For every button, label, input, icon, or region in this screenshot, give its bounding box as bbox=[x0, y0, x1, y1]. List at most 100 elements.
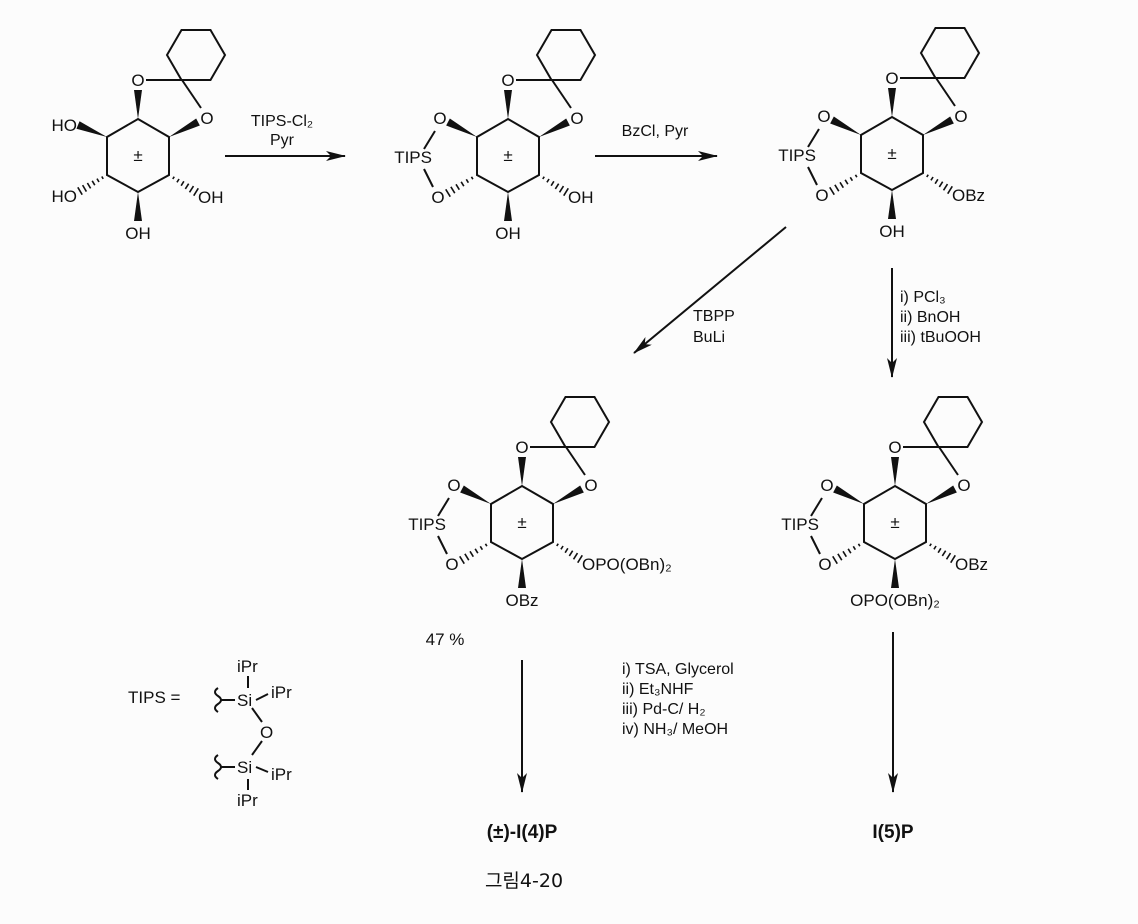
bond bbox=[938, 446, 959, 476]
hash-bond bbox=[572, 552, 579, 560]
wedge-bond bbox=[134, 90, 142, 119]
o-atom: O bbox=[501, 71, 514, 90]
hash-bond bbox=[834, 184, 840, 192]
tips-group-label: TIPS bbox=[778, 146, 816, 165]
wedge-bond bbox=[134, 192, 142, 221]
reagent-label: iii) Pd-C/ H₂ bbox=[622, 701, 706, 718]
wedge-bond bbox=[891, 457, 899, 486]
si-atom: Si bbox=[237, 758, 252, 777]
racemic-label: ± bbox=[517, 513, 526, 532]
si-atom: Si bbox=[237, 691, 252, 710]
hash-bond bbox=[445, 188, 451, 198]
hash-bond bbox=[947, 185, 953, 195]
bond bbox=[807, 166, 818, 186]
o-atom: O bbox=[954, 107, 967, 126]
o-atom: O bbox=[957, 476, 970, 495]
hash-bond bbox=[193, 187, 199, 197]
hash-bond bbox=[849, 176, 854, 182]
o-atom: O bbox=[131, 71, 144, 90]
hash-bond bbox=[950, 554, 956, 564]
o-atom: O bbox=[820, 476, 833, 495]
bond bbox=[423, 130, 436, 150]
hash-bond bbox=[81, 184, 88, 192]
reagent-label: BuLi bbox=[693, 329, 725, 346]
hash-bond bbox=[542, 176, 545, 180]
substituent-label: OH bbox=[125, 224, 151, 243]
o-atom: O bbox=[818, 555, 831, 574]
o-atom: O bbox=[260, 723, 273, 742]
hash-bond bbox=[546, 178, 550, 183]
hash-bond bbox=[852, 545, 857, 551]
o-atom: O bbox=[431, 188, 444, 207]
substituent-label: OBz bbox=[955, 555, 988, 574]
wedge-bond bbox=[518, 559, 526, 588]
wedge-bond bbox=[923, 116, 954, 135]
bond bbox=[423, 168, 434, 188]
substituent-label: OPO(OBn)₂ bbox=[582, 555, 672, 574]
o-atom: O bbox=[584, 476, 597, 495]
hash-bond bbox=[479, 545, 484, 551]
tips-group-label: TIPS bbox=[394, 148, 432, 167]
cyclohexane-ring bbox=[549, 396, 611, 448]
hash-bond bbox=[945, 552, 952, 560]
hash-bond bbox=[926, 174, 929, 178]
bond bbox=[810, 535, 821, 555]
ipr-group: iPr bbox=[237, 657, 258, 676]
hash-bond bbox=[942, 183, 949, 191]
o-atom: O bbox=[433, 109, 446, 128]
substituent-label: OH bbox=[198, 188, 224, 207]
hash-bond bbox=[847, 548, 852, 554]
bond bbox=[437, 497, 450, 517]
wedge-bond bbox=[833, 485, 864, 504]
hydroxyl-label: HO bbox=[52, 116, 78, 135]
hash-bond bbox=[934, 178, 939, 185]
wedge-bond bbox=[888, 88, 896, 117]
o-atom: O bbox=[888, 438, 901, 457]
wedge-bond bbox=[830, 116, 861, 135]
racemic-label: ± bbox=[887, 144, 896, 163]
wedge-bond bbox=[460, 485, 491, 504]
hash-bond bbox=[937, 547, 942, 554]
hash-bond bbox=[941, 550, 947, 557]
hash-bond bbox=[101, 176, 104, 180]
wedge-bond bbox=[553, 485, 584, 504]
wedge-bond bbox=[504, 90, 512, 119]
o-atom: O bbox=[815, 186, 828, 205]
hash-bond bbox=[832, 555, 838, 565]
o-atom: O bbox=[817, 107, 830, 126]
hash-bond bbox=[176, 178, 180, 183]
bond bbox=[565, 446, 586, 476]
hash-bond bbox=[180, 180, 185, 187]
ipr-group: iPr bbox=[237, 791, 258, 810]
hash-bond bbox=[469, 550, 474, 558]
hash-bond bbox=[474, 548, 479, 554]
tips-group-label: TIPS bbox=[408, 515, 446, 534]
cyclohexane-ring bbox=[919, 27, 981, 79]
figure-caption: 그림4-20 bbox=[485, 870, 563, 892]
hash-bond bbox=[568, 550, 574, 557]
racemic-label: ± bbox=[503, 146, 512, 165]
hash-bond bbox=[172, 176, 175, 180]
reagent-label: Pyr bbox=[270, 132, 295, 149]
o-atom: O bbox=[570, 109, 583, 128]
hash-bond bbox=[86, 182, 92, 189]
racemic-label: ± bbox=[890, 513, 899, 532]
hash-bond bbox=[554, 183, 560, 190]
hash-bond bbox=[188, 185, 195, 193]
cyclohexane-ring bbox=[922, 396, 984, 448]
hash-bond bbox=[465, 178, 470, 184]
reagent-label: iii) tBuOOH bbox=[900, 329, 981, 346]
substituent-label: OBz bbox=[952, 186, 985, 205]
hash-bond bbox=[933, 545, 937, 550]
hash-bond bbox=[577, 554, 583, 564]
hash-bond bbox=[564, 547, 569, 554]
hash-bond bbox=[91, 180, 96, 186]
reagent-label: iv) NH₃/ MeOH bbox=[622, 721, 728, 738]
o-atom: O bbox=[515, 438, 528, 457]
hash-bond bbox=[470, 176, 474, 180]
substituent-label: OH bbox=[879, 222, 905, 241]
hash-bond bbox=[556, 543, 559, 547]
